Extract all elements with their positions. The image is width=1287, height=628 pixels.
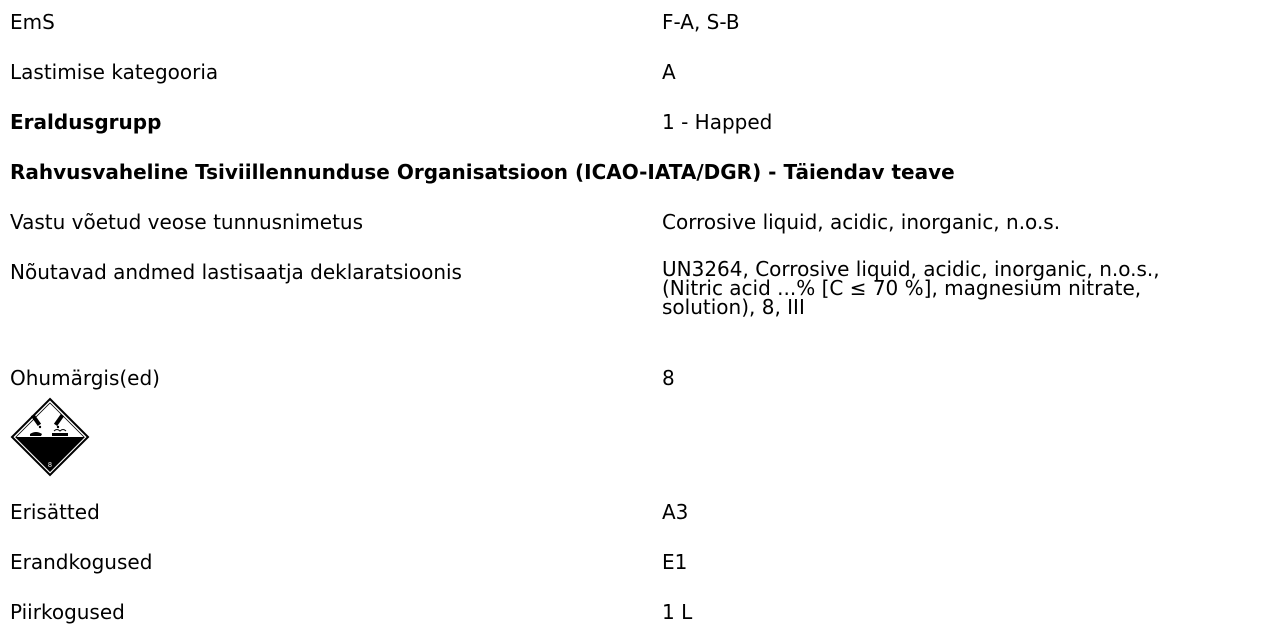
row-value: Corrosive liquid, acidic, inorganic, n.o… <box>662 210 1061 234</box>
row-label: Eraldusgrupp <box>10 110 162 134</box>
row-value: 1 - Happed <box>662 110 773 134</box>
row-label: Vastu võetud veose tunnusnimetus <box>10 210 364 234</box>
row-value: E1 <box>662 550 688 574</box>
row-label: Nõutavad andmed lastisaatja deklaratsioo… <box>10 260 462 284</box>
row-value: UN3264, Corrosive liquid, acidic, inorga… <box>662 257 1160 319</box>
row-value: 1 L <box>662 600 693 624</box>
row-label: Ohumärgis(ed) <box>10 366 160 390</box>
row-value: A <box>662 60 676 84</box>
row-label: Lastimise kategooria <box>10 60 219 84</box>
row-value: F-A, S-B <box>662 10 740 34</box>
row-label: Erandkogused <box>10 550 153 574</box>
row-label: Piirkogused <box>10 600 125 624</box>
corrosive-class-8-icon: 8 <box>10 397 90 477</box>
row-label: EmS <box>10 10 55 34</box>
row-label: Erisätted <box>10 500 100 524</box>
row-value: A3 <box>662 500 689 524</box>
row-value: 8 <box>662 366 675 390</box>
pictogram-class-number: 8 <box>48 462 52 469</box>
section-title-icao: Rahvusvaheline Tsiviillennunduse Organis… <box>10 160 955 184</box>
